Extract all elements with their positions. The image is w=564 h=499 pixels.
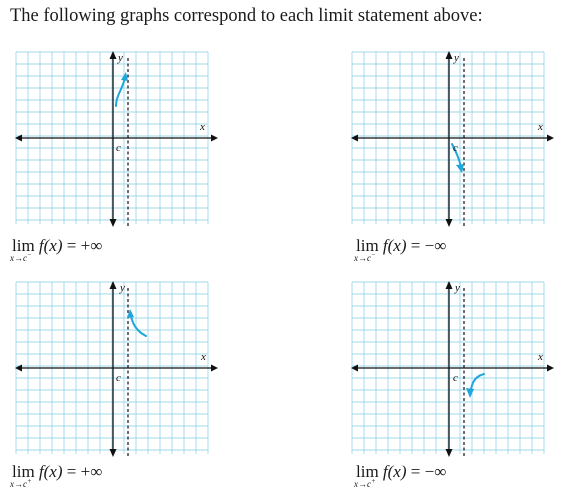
- x-axis-label: x: [200, 351, 206, 363]
- c-label: c: [116, 372, 121, 384]
- x-axis-right-arrow: [547, 364, 554, 372]
- graph-svg: y x c: [15, 281, 218, 457]
- graph-svg: y x c: [351, 51, 554, 227]
- lim-word: lim x→c+: [10, 462, 35, 489]
- curve: [115, 77, 126, 107]
- curve: [130, 315, 147, 337]
- lim-subscript: x→c−: [10, 251, 32, 263]
- limit-statement-top-left: lim x→c− f(x) = +∞: [10, 236, 103, 263]
- y-axis-down-arrow: [109, 219, 117, 227]
- y-axis-label: y: [117, 52, 123, 64]
- x-axis-left-arrow: [351, 364, 358, 372]
- c-label: c: [116, 142, 121, 154]
- y-axis-down-arrow: [445, 219, 453, 227]
- section-heading: The following graphs correspond to each …: [10, 6, 483, 26]
- y-axis-up-arrow: [109, 281, 117, 289]
- graph-svg: y x c: [15, 51, 218, 227]
- curve-arrowhead: [127, 309, 134, 318]
- y-axis-label: y: [453, 52, 459, 64]
- lim-word: lim x→c+: [354, 462, 379, 489]
- y-axis-up-arrow: [445, 51, 453, 59]
- grid: [351, 281, 545, 454]
- y-axis-label: y: [454, 282, 460, 294]
- equals-sign: =: [66, 236, 77, 255]
- x-axis-label: x: [537, 351, 543, 363]
- graph-svg: y x c: [351, 281, 554, 457]
- x-axis-right-arrow: [547, 134, 554, 142]
- function-expression: f(x): [382, 236, 407, 255]
- c-label: c: [453, 372, 458, 384]
- c-label: c: [453, 142, 458, 154]
- lim-word: lim x→c−: [10, 236, 35, 263]
- curve-arrowhead: [466, 388, 474, 398]
- equals-sign: =: [410, 462, 421, 481]
- function-expression: f(x): [38, 462, 63, 481]
- x-axis-right-arrow: [211, 364, 218, 372]
- limit-value: −∞: [424, 236, 447, 255]
- limit-statement-bottom-right: lim x→c+ f(x) = −∞: [354, 462, 447, 489]
- graph-right-limit-plus-infinity: y x c: [12, 278, 222, 458]
- limit-value: −∞: [424, 462, 447, 481]
- y-axis-up-arrow: [109, 51, 117, 59]
- x-axis-right-arrow: [211, 134, 218, 142]
- limit-value: +∞: [80, 462, 103, 481]
- graph-right-limit-minus-infinity: y x c: [348, 278, 558, 458]
- x-axis-left-arrow: [15, 134, 22, 142]
- limit-statement-top-right: lim x→c− f(x) = −∞: [354, 236, 447, 263]
- y-axis-down-arrow: [109, 449, 117, 457]
- lim-subscript: x→c+: [10, 477, 32, 489]
- limit-statement-bottom-left: lim x→c+ f(x) = +∞: [10, 462, 103, 489]
- curve-arrowhead: [121, 72, 128, 81]
- lim-subscript: x→c−: [354, 251, 376, 263]
- y-axis-label: y: [119, 282, 125, 294]
- x-axis-label: x: [199, 121, 205, 133]
- lim-subscript: x→c+: [354, 477, 376, 489]
- x-axis-left-arrow: [351, 134, 358, 142]
- y-axis-down-arrow: [445, 449, 453, 457]
- function-expression: f(x): [382, 462, 407, 481]
- curve: [470, 373, 485, 391]
- lim-word: lim x→c−: [354, 236, 379, 263]
- graph-left-limit-plus-infinity: y x c: [12, 48, 222, 228]
- curve-arrowhead: [456, 164, 464, 173]
- function-expression: f(x): [38, 236, 63, 255]
- x-axis-left-arrow: [15, 364, 22, 372]
- y-axis-up-arrow: [445, 281, 453, 289]
- limit-value: +∞: [80, 236, 103, 255]
- graph-left-limit-minus-infinity: y x c: [348, 48, 558, 228]
- x-axis-label: x: [537, 121, 543, 133]
- equals-sign: =: [66, 462, 77, 481]
- equals-sign: =: [410, 236, 421, 255]
